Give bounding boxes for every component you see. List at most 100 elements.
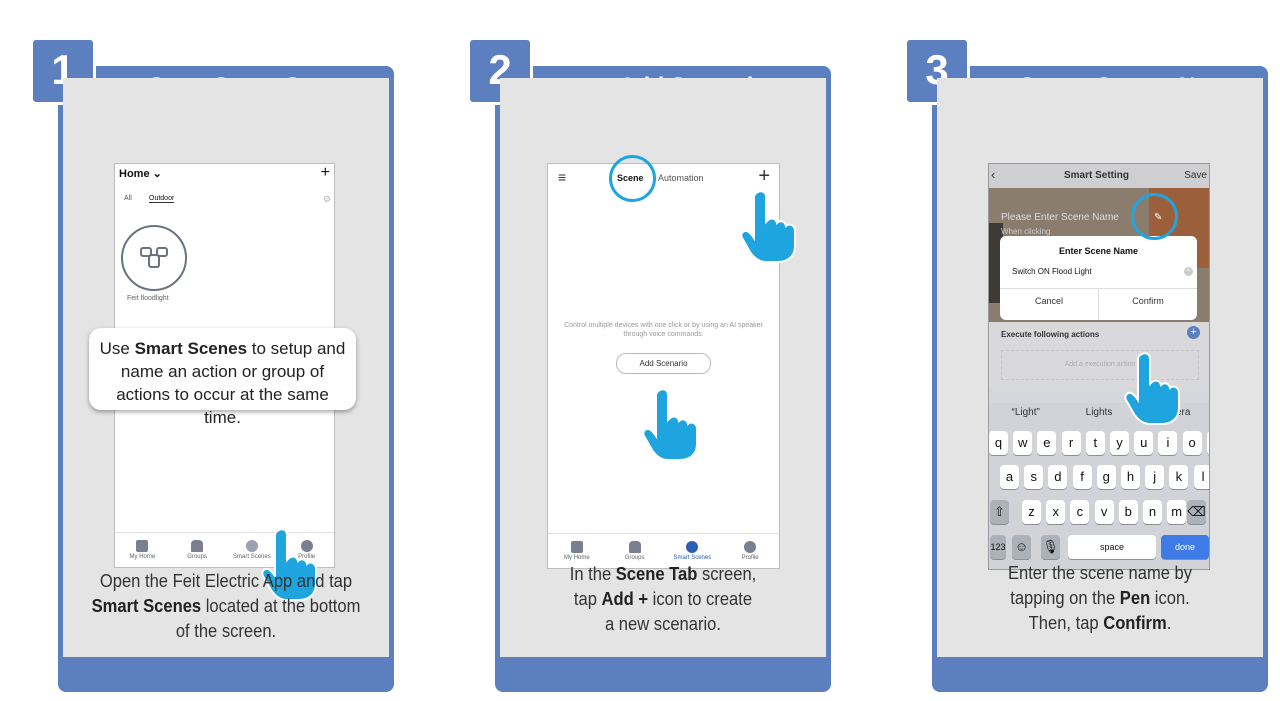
key-m[interactable]: m bbox=[1167, 500, 1187, 524]
tab-label: Smart Scenes bbox=[233, 554, 271, 560]
house-icon bbox=[628, 541, 641, 553]
back-icon[interactable]: ‹ bbox=[991, 167, 996, 182]
scene-name-input[interactable]: Switch ON Flood Light bbox=[1012, 267, 1092, 276]
tab-automation[interactable]: Automation bbox=[658, 173, 704, 183]
keyboard: “Light” Lights Lightera qwertyuiopasdfgh… bbox=[989, 403, 1209, 569]
actions-section: Execute following actions + Add a execut… bbox=[989, 322, 1209, 388]
tab-profile[interactable]: Profile bbox=[279, 533, 334, 567]
floodlight-device-icon[interactable] bbox=[121, 225, 187, 291]
key-y[interactable]: y bbox=[1110, 431, 1129, 455]
tab-smart-scenes[interactable]: Smart Scenes bbox=[664, 534, 722, 568]
dialog-title: Enter Scene Name bbox=[1058, 246, 1139, 256]
clear-icon[interactable]: × bbox=[1184, 267, 1193, 276]
scene-name-placeholder[interactable]: Please Enter Scene Name bbox=[1001, 212, 1119, 223]
key-123[interactable]: 123 bbox=[990, 535, 1006, 559]
key-b[interactable]: b bbox=[1118, 500, 1138, 524]
callout-bubble: Use Smart Scenes to setup and name an ac… bbox=[89, 328, 356, 427]
caption-line: . bbox=[1166, 613, 1172, 633]
key-c[interactable]: c bbox=[1070, 500, 1090, 524]
callout-text-2: to setup and name an action or group of … bbox=[116, 339, 346, 427]
step-2-panel: 2 Add Scenario ≡ Scene Automation + Cont… bbox=[467, 36, 831, 692]
key-e[interactable]: e bbox=[1037, 431, 1057, 455]
add-device-icon[interactable]: + bbox=[320, 164, 330, 181]
key-g[interactable]: g bbox=[1096, 465, 1116, 489]
key-l[interactable]: l bbox=[1193, 465, 1209, 489]
key-r[interactable]: r bbox=[1061, 431, 1081, 455]
key-j[interactable]: j bbox=[1145, 465, 1165, 489]
key-z[interactable]: z bbox=[1022, 500, 1041, 524]
key-f[interactable]: f bbox=[1072, 465, 1092, 489]
tab-label: My Home bbox=[129, 554, 156, 560]
add-scene-icon[interactable]: + bbox=[758, 165, 770, 187]
add-scenario-button[interactable]: Add Scenario bbox=[616, 353, 711, 374]
caption-line: screen, bbox=[697, 564, 757, 584]
filter-all[interactable]: All bbox=[124, 195, 132, 202]
nav-bar: ‹ Smart Setting Save bbox=[989, 164, 1209, 188]
key-o[interactable]: o bbox=[1182, 431, 1202, 455]
phone-screen-scene: ≡ Scene Automation + Control multiple de… bbox=[547, 163, 780, 569]
suggestion[interactable]: “Light” bbox=[1011, 407, 1040, 418]
suggestion[interactable]: Lights bbox=[1085, 407, 1113, 418]
key-w[interactable]: w bbox=[1013, 431, 1033, 455]
caption-line: a new scenario. bbox=[604, 614, 721, 634]
key-p[interactable]: p bbox=[1206, 431, 1209, 455]
key-q[interactable]: q bbox=[989, 431, 1008, 455]
key-k[interactable]: k bbox=[1169, 465, 1189, 489]
tab-label: Smart Scenes bbox=[673, 555, 712, 561]
key-space[interactable]: space bbox=[1068, 535, 1156, 559]
caption-bold: Smart Scenes bbox=[91, 596, 202, 616]
add-action-placeholder[interactable]: Add a execution action bbox=[1001, 350, 1199, 380]
microphone-icon[interactable]: 🎙 bbox=[1041, 535, 1060, 559]
highlight-ring bbox=[1131, 193, 1178, 240]
key-x[interactable]: x bbox=[1046, 500, 1066, 524]
tab-label: My Home bbox=[564, 555, 590, 561]
step-1-content: Home ⌄ + All Outdoor ⚙ Feit floodlight M… bbox=[63, 78, 389, 657]
key-n[interactable]: n bbox=[1143, 500, 1162, 524]
caption-line: tapping on the bbox=[1010, 588, 1120, 608]
add-action-icon[interactable]: + bbox=[1187, 326, 1200, 339]
filter-outdoor[interactable]: Outdoor bbox=[149, 195, 175, 203]
empty-state-text: Control multiple devices with one click … bbox=[564, 322, 763, 338]
tab-my-home[interactable]: My Home bbox=[548, 534, 606, 568]
key-d[interactable]: d bbox=[1048, 465, 1068, 489]
key-u[interactable]: u bbox=[1134, 431, 1154, 455]
settings-gear-icon[interactable]: ⚙ bbox=[322, 194, 331, 204]
dialog-divider bbox=[1098, 288, 1099, 320]
caption-line: Then, tap bbox=[1028, 613, 1104, 633]
pointing-hand-icon bbox=[740, 188, 802, 264]
menu-icon[interactable]: ≡ bbox=[558, 169, 567, 185]
house-icon bbox=[191, 540, 204, 552]
key-h[interactable]: h bbox=[1121, 465, 1140, 489]
tab-profile[interactable]: Profile bbox=[721, 534, 779, 568]
cancel-button[interactable]: Cancel bbox=[1034, 296, 1063, 306]
save-button[interactable]: Save bbox=[1184, 170, 1207, 181]
profile-icon bbox=[744, 541, 757, 553]
tab-my-home[interactable]: My Home bbox=[115, 533, 170, 567]
bottom-tab-bar: My Home Groups Smart Scenes Profile bbox=[548, 533, 779, 568]
bottom-tab-bar: My Home Groups Smart Scenes Profile bbox=[115, 532, 334, 567]
shift-icon[interactable]: ⇧ bbox=[990, 500, 1009, 524]
backspace-icon[interactable]: ⌫ bbox=[1187, 500, 1206, 524]
tab-groups[interactable]: Groups bbox=[170, 533, 225, 567]
tab-smart-scenes[interactable]: Smart Scenes bbox=[225, 533, 280, 567]
caption-bold: Scene Tab bbox=[615, 564, 698, 584]
sun-icon bbox=[686, 541, 699, 553]
key-s[interactable]: s bbox=[1024, 465, 1044, 489]
enter-name-dialog: Enter Scene Name Switch ON Flood Light ×… bbox=[1000, 236, 1197, 320]
tab-groups[interactable]: Groups bbox=[606, 534, 664, 568]
sun-icon bbox=[245, 540, 258, 552]
key-t[interactable]: t bbox=[1085, 431, 1105, 455]
caption-line: In the bbox=[569, 564, 616, 584]
caption-line: icon. bbox=[1150, 588, 1190, 608]
device-label: Feit floodlight bbox=[127, 295, 169, 302]
pointing-hand-icon bbox=[1124, 350, 1186, 426]
step-2-caption: In the Scene Tab screen, tap Add + icon … bbox=[513, 562, 813, 637]
key-done[interactable]: done bbox=[1161, 535, 1209, 559]
key-i[interactable]: i bbox=[1158, 431, 1178, 455]
callout-bold: Smart Scenes bbox=[134, 339, 248, 358]
key-v[interactable]: v bbox=[1094, 500, 1114, 524]
home-dropdown[interactable]: Home ⌄ bbox=[119, 167, 162, 180]
emoji-icon[interactable]: ☺ bbox=[1012, 535, 1031, 559]
confirm-button[interactable]: Confirm bbox=[1132, 296, 1164, 306]
key-a[interactable]: a bbox=[1000, 465, 1019, 489]
